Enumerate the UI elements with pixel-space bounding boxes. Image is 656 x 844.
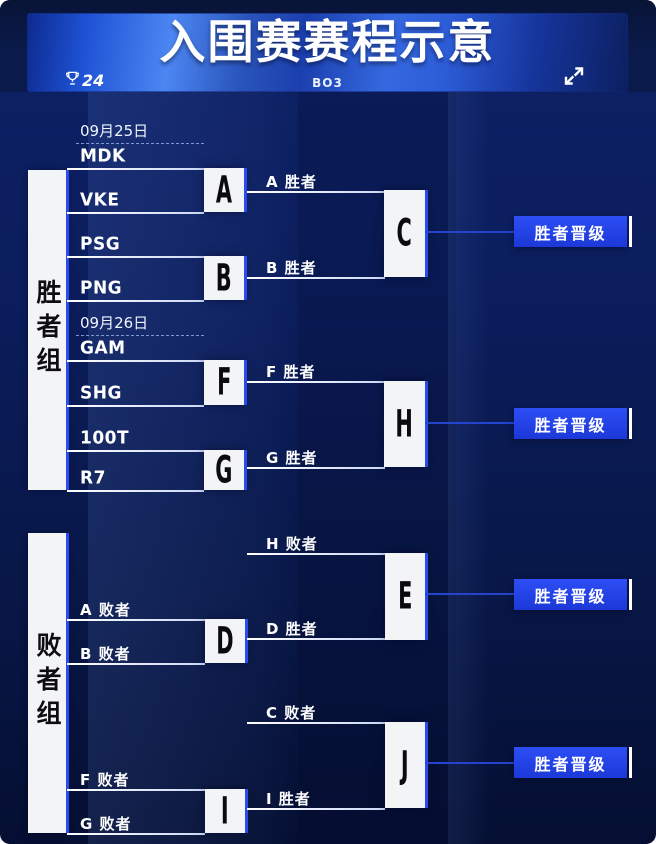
bracket-line (247, 381, 385, 383)
advance-button-e[interactable]: 胜者晋级 (514, 579, 634, 610)
winners-group-label: 胜者组 (33, 279, 62, 381)
slot-a-winner: A 胜者 (266, 173, 317, 191)
trophy-icon (65, 70, 80, 90)
advance-button-h[interactable]: 胜者晋级 (514, 408, 634, 439)
slot-f-winner: F 胜者 (266, 363, 316, 381)
advance-button-bar (629, 579, 632, 610)
bracket-line (247, 553, 385, 555)
match-letter-i: I (221, 789, 229, 833)
logo-year-label: 24 (82, 70, 105, 90)
bracket-line (67, 619, 205, 621)
bracket-line (67, 360, 204, 362)
bracket-line (247, 277, 385, 279)
match-letter-d: D (216, 619, 234, 663)
connector-line (425, 422, 514, 424)
match-box-c: C (384, 190, 425, 277)
format-label: BO3 (312, 76, 343, 90)
match-letter-j: J (401, 743, 409, 787)
team-r7: R7 (80, 468, 106, 489)
match-letter-g: G (215, 448, 233, 492)
match-box-g: G (204, 448, 244, 492)
match-box-h: H (384, 381, 425, 467)
bracket-line (67, 833, 205, 835)
bracket-line (247, 191, 385, 193)
slot-a-loser: A 败者 (80, 601, 131, 619)
bracket-line (247, 722, 385, 724)
connector-line (425, 231, 514, 233)
date-divider (76, 335, 204, 336)
date-day1: 09月25日 (80, 122, 149, 140)
expand-icon[interactable] (562, 64, 586, 88)
team-vke: VKE (80, 190, 120, 211)
slot-b-loser: B 败者 (80, 645, 131, 663)
advance-button-label: 胜者晋级 (514, 747, 627, 778)
worlds-logo: 24 (65, 70, 104, 90)
advance-button-j[interactable]: 胜者晋级 (514, 747, 634, 778)
date-divider (76, 143, 204, 144)
advance-button-bar (629, 408, 632, 439)
match-letter-b: B (216, 256, 232, 300)
bracket-line (67, 405, 204, 407)
slot-h-loser: H 败者 (266, 535, 318, 553)
date-day2: 09月26日 (80, 314, 149, 332)
bracket-line (67, 168, 204, 170)
advance-button-label: 胜者晋级 (514, 579, 627, 610)
match-box-b: B (204, 256, 244, 300)
slot-g-winner: G 胜者 (266, 449, 318, 467)
advance-button-label: 胜者晋级 (514, 408, 627, 439)
match-letter-f: F (216, 360, 232, 405)
bracket-line (67, 789, 205, 791)
match-box-e: E (385, 553, 425, 640)
slot-f-loser: F 败者 (80, 771, 130, 789)
bracket-line (67, 256, 204, 258)
winners-group-box: 胜者组 (28, 170, 66, 490)
advance-button-bar (629, 216, 632, 247)
connector-line (425, 593, 514, 595)
match-letter-c: C (396, 211, 413, 256)
slot-d-winner: D 胜者 (266, 620, 318, 638)
slot-b-winner: B 胜者 (266, 259, 317, 277)
bracket-line (67, 212, 204, 214)
bracket-line (247, 808, 385, 810)
match-letter-a: A (215, 168, 233, 212)
bracket-line (247, 467, 385, 469)
slot-c-loser: C 败者 (266, 704, 317, 722)
connector-line (425, 762, 514, 764)
team-mdk: MDK (80, 146, 126, 167)
advance-button-c[interactable]: 胜者晋级 (514, 216, 634, 247)
page-title: 入围赛赛程示意 (159, 15, 496, 69)
bracket-line (67, 490, 204, 492)
bracket-line (67, 450, 204, 452)
match-box-d: D (205, 619, 245, 663)
match-letter-e: E (397, 574, 413, 619)
team-png: PNG (80, 278, 123, 299)
bracket-line (67, 300, 204, 302)
team-gam: GAM (80, 338, 126, 359)
bracket-line (247, 638, 385, 640)
match-box-j: J (385, 722, 425, 808)
team-shg: SHG (80, 383, 122, 404)
losers-group-label: 败者组 (33, 632, 62, 734)
advance-button-bar (629, 747, 632, 778)
bracket-line (67, 663, 205, 665)
match-box-a: A (204, 168, 244, 212)
advance-button-label: 胜者晋级 (514, 216, 627, 247)
match-box-i: I (205, 789, 245, 833)
team-100t: 100T (80, 428, 130, 449)
match-box-f: F (204, 360, 244, 405)
slot-g-loser: G 败者 (80, 815, 132, 833)
title-banner: 入围赛赛程示意 BO3 24 (27, 13, 628, 92)
losers-group-box: 败者组 (28, 533, 66, 833)
team-psg: PSG (80, 234, 121, 255)
slot-i-winner: I 胜者 (266, 790, 311, 808)
match-letter-h: H (395, 402, 414, 446)
